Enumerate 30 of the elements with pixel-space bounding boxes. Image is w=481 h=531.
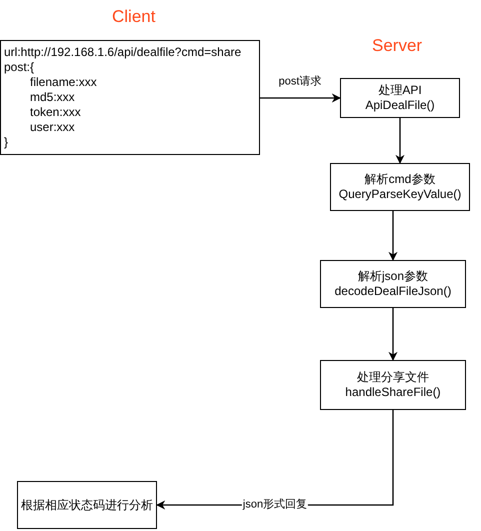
box-text: ApiDealFile() bbox=[365, 98, 435, 113]
box-text: url:http://192.168.1.6/api/dealfile?cmd=share bbox=[4, 45, 242, 60]
edge-label: json形式回复 bbox=[242, 500, 308, 510]
section-title: Server bbox=[372, 37, 422, 54]
box-text: handleShareFile() bbox=[345, 385, 441, 400]
box-text: 根据相应状态码进行分析 bbox=[21, 498, 153, 512]
process-box bbox=[17, 481, 157, 529]
box-text: md5:xxx bbox=[29, 90, 75, 105]
section-title: Client bbox=[112, 8, 156, 25]
box-text: user:xxx bbox=[29, 120, 75, 135]
process-box bbox=[330, 163, 470, 211]
box-text: decodeDealFileJson() bbox=[334, 284, 452, 299]
arrow bbox=[388, 308, 398, 361]
process-box bbox=[320, 360, 466, 410]
box-text: 处理分享文件 bbox=[357, 370, 429, 385]
process-box bbox=[320, 260, 466, 308]
box-text: 解析json参数 bbox=[358, 269, 428, 284]
box-text: 解析cmd参数 bbox=[364, 172, 436, 187]
arrow bbox=[260, 93, 341, 103]
box-text: } bbox=[4, 135, 8, 150]
box-text: QueryParseKeyValue() bbox=[338, 187, 462, 202]
box-text: filename:xxx bbox=[29, 75, 97, 90]
box-text: token:xxx bbox=[29, 105, 81, 120]
process-box bbox=[340, 78, 460, 118]
edge-label: post请求 bbox=[278, 76, 322, 88]
arrow bbox=[388, 211, 398, 261]
box-text: post:{ bbox=[4, 60, 34, 75]
arrow bbox=[395, 118, 405, 164]
box-text: 处理API bbox=[378, 83, 422, 98]
process-box bbox=[0, 40, 260, 155]
